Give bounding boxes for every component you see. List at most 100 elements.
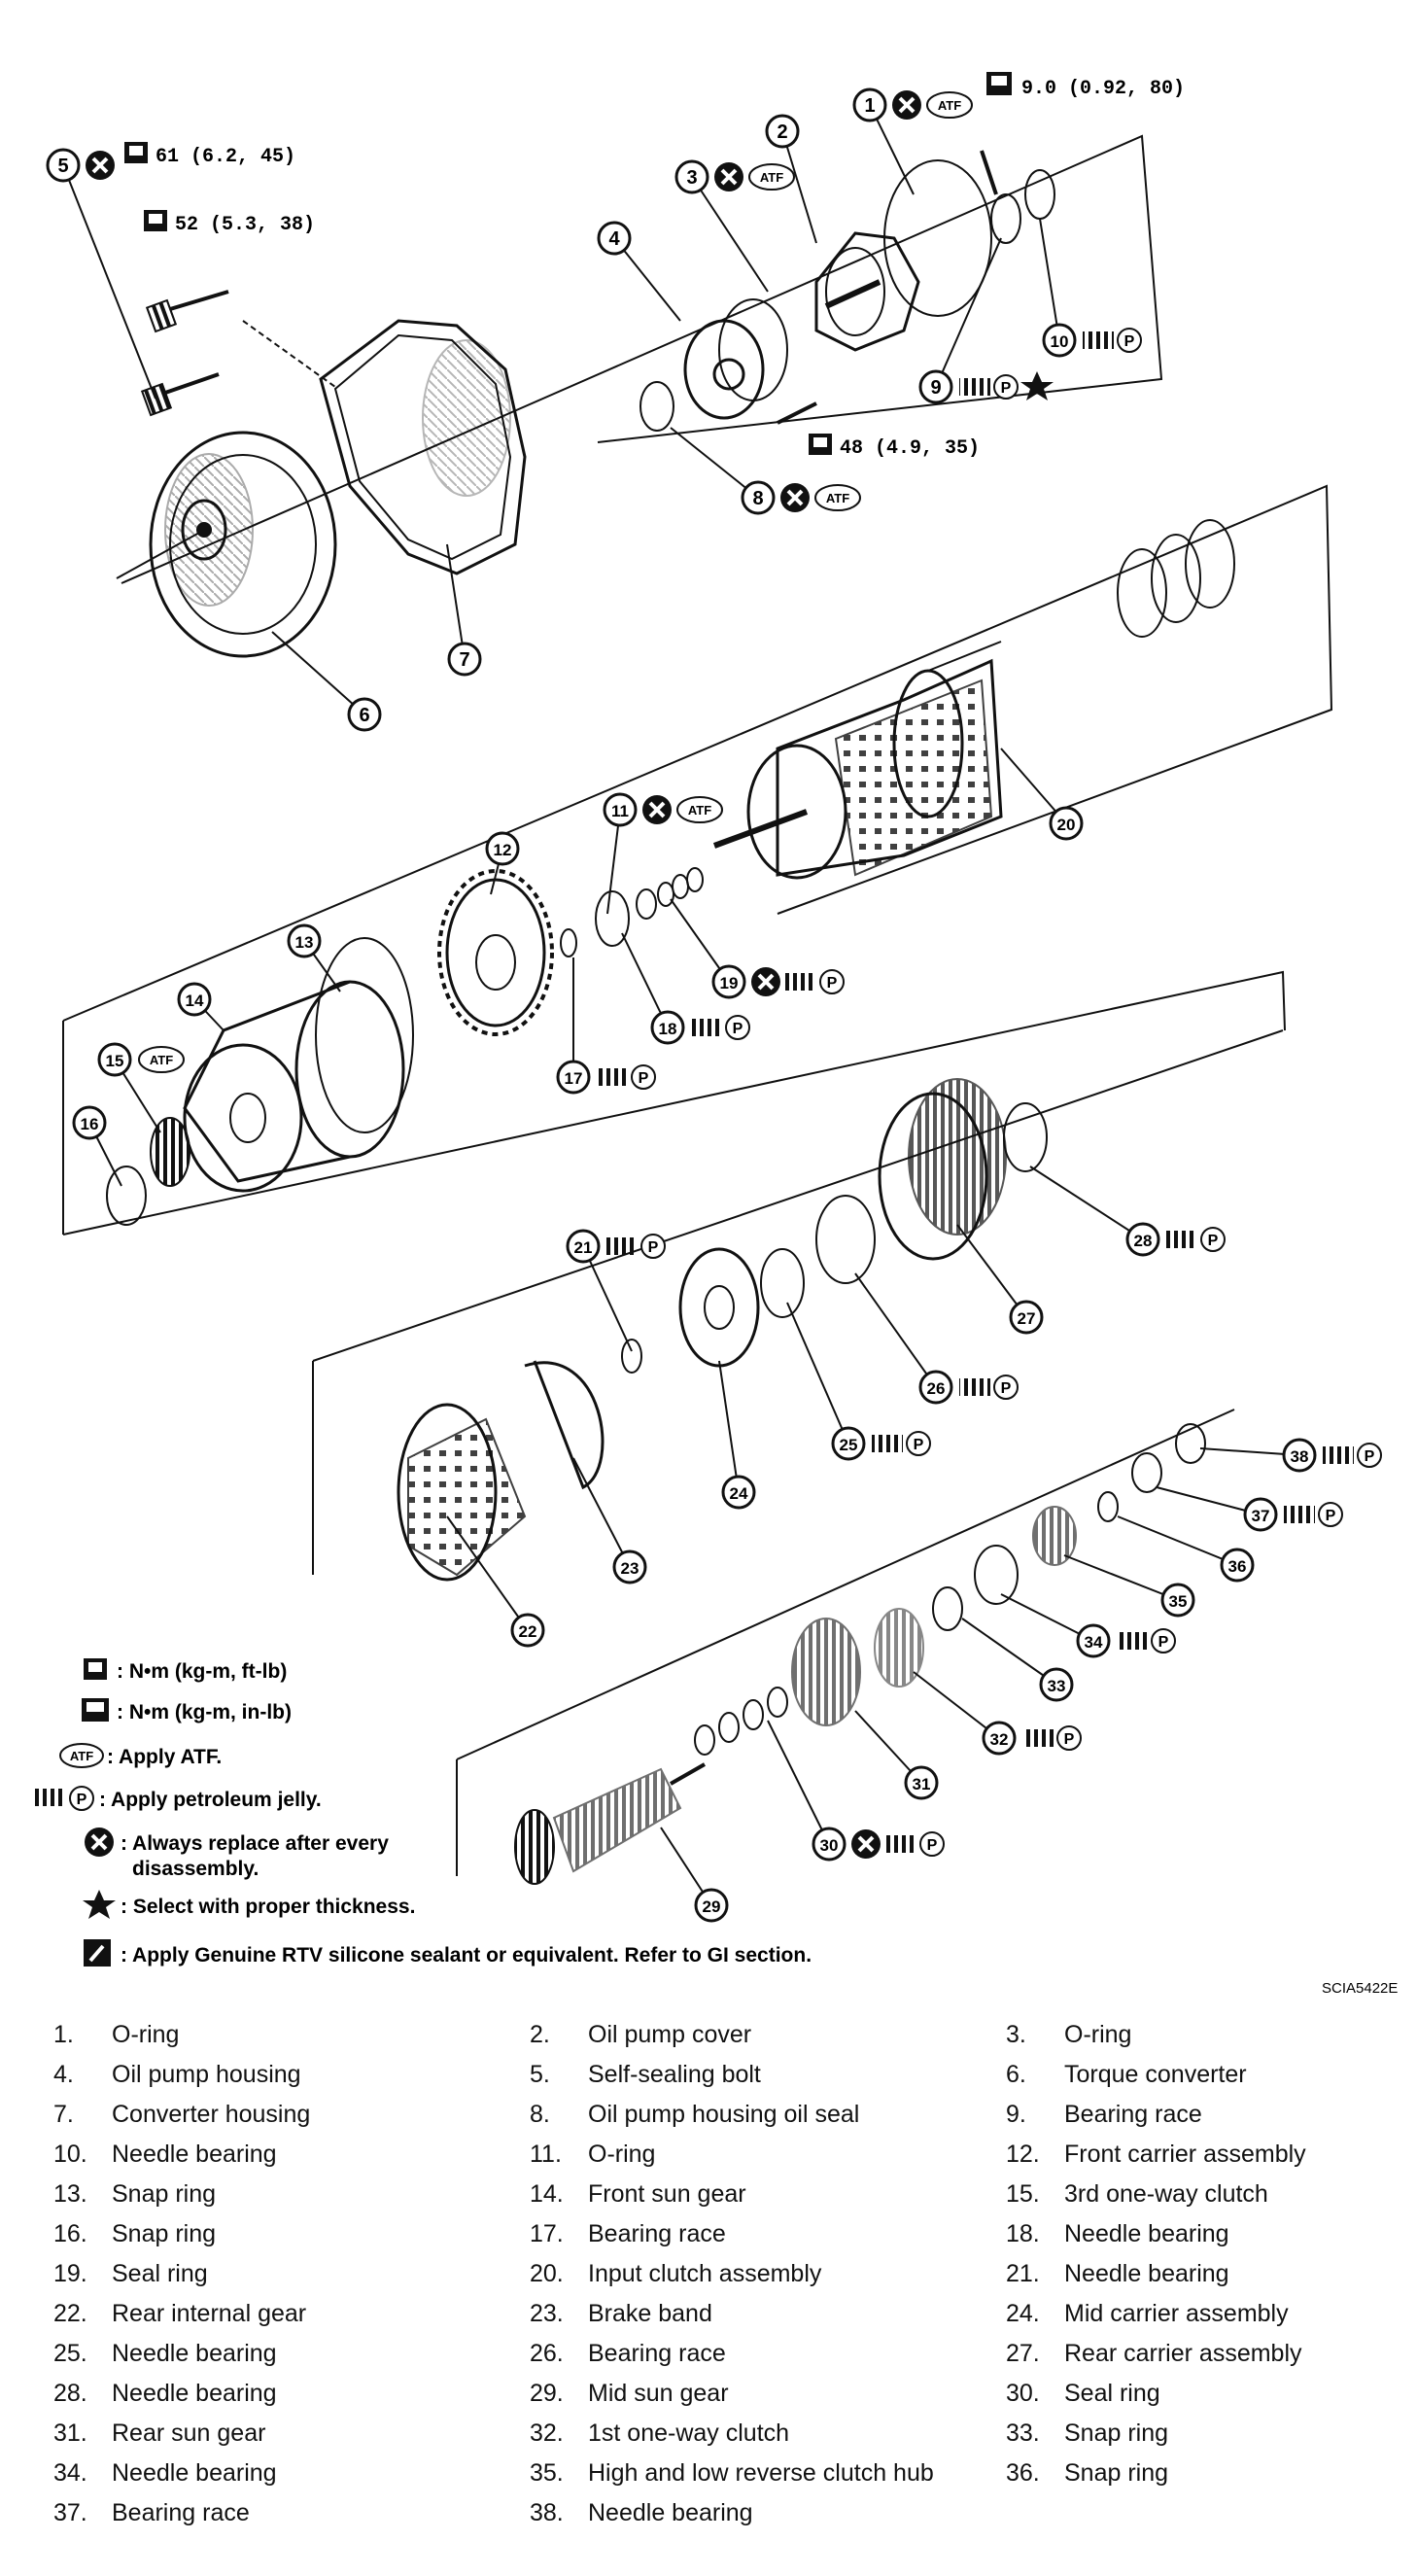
replace-x-icon [751, 967, 780, 996]
callout-37: 37 [1243, 1497, 1278, 1532]
part-name: Rear carrier assembly [1064, 2340, 1302, 2367]
torque-spec-pump-cover: 9.0 (0.92, 80) [1021, 78, 1185, 100]
part-number: 37. [53, 2499, 87, 2526]
exploded-view-diagram: 1234567891011121314151617181920212223242… [35, 72, 1398, 1997]
part-name: Needle bearing [588, 2499, 753, 2526]
part-number: 32. [530, 2419, 564, 2447]
part-name: Needle bearing [1064, 2220, 1229, 2247]
petroleum-jelly-icon: P [606, 1234, 666, 1259]
part-number: 7. [53, 2101, 74, 2128]
part-name: Oil pump housing oil seal [588, 2101, 860, 2128]
torque-spec-bolt-5: 61 (6.2, 45) [156, 146, 295, 168]
parts-list-item: 26.Bearing race [530, 2339, 1006, 2368]
petroleum-jelly-icon: P [872, 1431, 931, 1456]
leader-line-4 [613, 237, 681, 322]
callout-number-15: 15 [106, 1052, 124, 1070]
petroleum-jelly-icon: P [1323, 1443, 1382, 1468]
parts-list-item: 35.High and low reverse clutch hub [530, 2458, 1006, 2488]
torque-spec-bolt-52: 52 (5.3, 38) [175, 214, 315, 236]
part-name: 1st one-way clutch [588, 2419, 790, 2447]
leader-line-22 [446, 1515, 529, 1631]
p-circle-label: P [648, 1239, 659, 1256]
leader-line-28 [1029, 1166, 1144, 1240]
callout-number-17: 17 [565, 1069, 583, 1088]
section-frame-2 [62, 484, 1333, 1022]
part-number: 12. [1006, 2141, 1040, 2168]
part-number: 16. [53, 2220, 87, 2247]
petroleum-jelly-icon: P [1166, 1227, 1226, 1252]
p-circle-label: P [733, 1021, 743, 1037]
petroleum-jelly-icon: P [959, 374, 1019, 400]
callout-number-21: 21 [574, 1238, 593, 1257]
parts-list-item: 10.Needle bearing [53, 2140, 530, 2169]
part-number: 22. [53, 2300, 87, 2327]
part-number: 1. [53, 2021, 74, 2048]
p-circle-label: P [1001, 1380, 1012, 1397]
part-number: 33. [1006, 2419, 1040, 2447]
parts-list-item: 25.Needle bearing [53, 2339, 530, 2368]
parts-list-item: 12.Front carrier assembly [1006, 2140, 1395, 2169]
parts-list-item: 7. Converter housing [53, 2100, 530, 2129]
parts-list-item: 3.O-ring [1006, 2020, 1395, 2049]
callout-number-19: 19 [720, 974, 739, 992]
leader-line-27 [956, 1224, 1027, 1318]
parts-list-item: 16. Snap ring [53, 2219, 530, 2248]
p-circle-label: P [77, 1792, 87, 1808]
callout-number-12: 12 [494, 841, 512, 859]
callout-8: 8 [741, 480, 776, 515]
part-name: Rear sun gear [112, 2419, 266, 2447]
p-circle-icon [69, 1786, 94, 1811]
part-number: 34. [53, 2459, 87, 2487]
part-name: Converter housing [112, 2101, 311, 2128]
parts-list-item: 8.Oil pump housing oil seal [530, 2100, 1006, 2129]
parts-list-item: 17.Bearing race [530, 2219, 1006, 2248]
p-circle-label: P [1326, 1508, 1336, 1524]
atf-icon-label: ATF [760, 170, 783, 185]
petroleum-jelly-icon: P [691, 1015, 750, 1040]
part-name: Needle bearing [112, 2380, 277, 2407]
part-number: 21. [1006, 2260, 1040, 2287]
part-name: Front sun gear [588, 2180, 746, 2208]
parts-list-item: 11.O-ring [530, 2140, 1006, 2169]
torque-spec-labels: 61 (6.2, 45) 52 (5.3, 38) 9.0 (0.92, 80)… [124, 72, 1185, 460]
callout-4: 4 [597, 221, 632, 256]
part-name: Snap ring [112, 2220, 217, 2247]
callout-23: 23 [612, 1549, 647, 1584]
part-number: 14. [530, 2180, 564, 2208]
oil-pump-drawing [639, 159, 1055, 432]
callout-number-22: 22 [519, 1622, 537, 1641]
callout-number-11: 11 [611, 802, 629, 820]
petroleum-jelly-icon: P [885, 1831, 945, 1857]
petroleum-jelly-icon: P [1117, 1628, 1176, 1654]
leader-line-34 [1000, 1593, 1094, 1642]
callout-16: 16 [72, 1105, 107, 1140]
parts-list-item: 32. 1st one-way clutch [530, 2419, 1006, 2448]
callout-28: 28 [1125, 1222, 1160, 1257]
leader-line-30 [767, 1720, 830, 1845]
part-number: 26. [530, 2340, 564, 2367]
part-number: 23. [530, 2300, 564, 2327]
torque-converter-drawing [116, 431, 337, 658]
callout-number-33: 33 [1048, 1677, 1066, 1695]
part-name: Input clutch assembly [588, 2260, 822, 2287]
parts-list-item: 34.Needle bearing [53, 2458, 530, 2488]
p-circle-label: P [1064, 1731, 1075, 1748]
p-circle-label: P [1001, 380, 1012, 397]
front-sun-gear-drawing [106, 937, 414, 1226]
atf-icon: ATF [814, 484, 861, 511]
callout-number-4: 4 [608, 228, 620, 250]
part-name: O-ring [588, 2141, 656, 2168]
part-number: 38. [530, 2499, 564, 2526]
petroleum-jelly-icon: P [1083, 328, 1142, 353]
section-frame-3 [62, 970, 1286, 1236]
p-circle-label: P [1158, 1634, 1169, 1651]
parts-list-item: 37. Bearing race [53, 2498, 530, 2527]
parts-list-item: 36.Snap ring [1006, 2458, 1395, 2488]
parts-list-item: 14. Front sun gear [530, 2179, 1006, 2209]
part-name: Seal ring [1064, 2380, 1160, 2407]
part-number: 29. [530, 2380, 564, 2407]
part-name: Bearing race [112, 2499, 250, 2526]
callout-number-23: 23 [621, 1559, 639, 1578]
